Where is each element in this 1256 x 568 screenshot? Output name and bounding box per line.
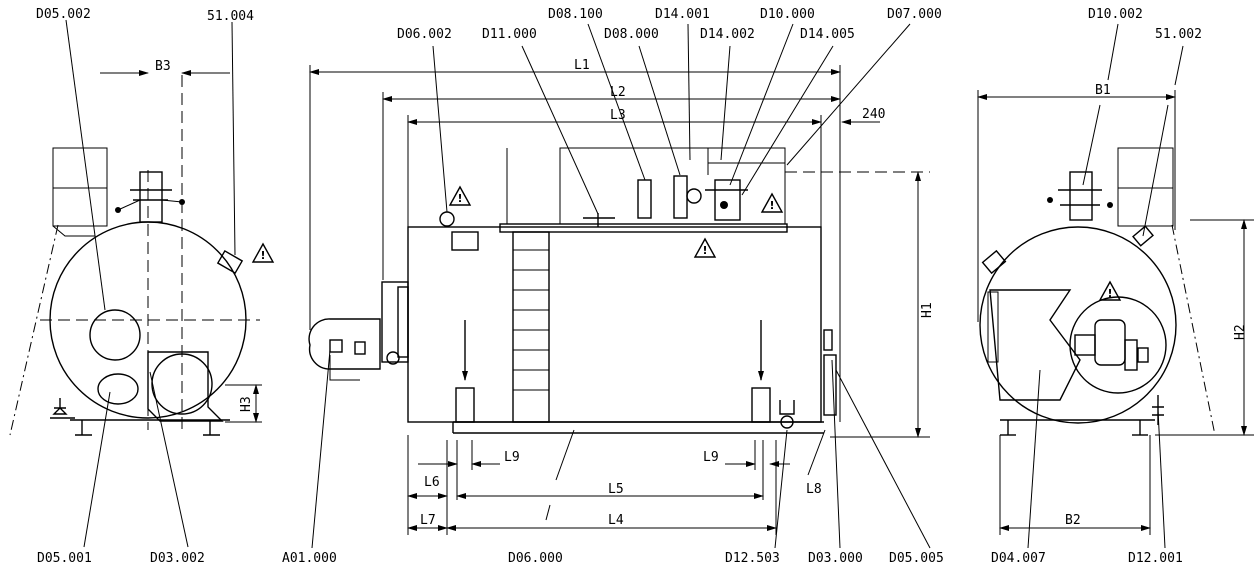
- dim-l9-left: L9: [504, 450, 520, 465]
- control-panel-rear: [1117, 147, 1174, 227]
- callout-d11-000: D11.000: [482, 27, 537, 42]
- right-rear-view: !: [977, 23, 1254, 549]
- manhole-cover: [451, 231, 479, 251]
- burner-rear: [1094, 319, 1126, 366]
- callout-a01-000: A01.000: [282, 551, 337, 566]
- callout-d06-000: D06.000: [508, 551, 563, 566]
- svg-text:!: !: [457, 192, 462, 205]
- dim-h3: H3: [239, 396, 254, 412]
- hand-hole: [97, 373, 139, 405]
- dim-h1: H1: [920, 302, 935, 318]
- callout-51-002: 51.002: [1155, 27, 1202, 42]
- callout-d14-005: D14.005: [800, 27, 855, 42]
- warning-triangle-icon: [760, 192, 784, 213]
- dim-l2: L2: [610, 85, 626, 100]
- drain-valve-front: [52, 398, 68, 415]
- dim-l5: L5: [608, 482, 624, 497]
- middle-side-view: ! ! !: [308, 23, 931, 549]
- burner-opening-rear: [1069, 296, 1167, 394]
- safety-valve-2: [673, 175, 688, 219]
- ladder: [512, 231, 550, 423]
- callout-d12-001: D12.001: [1128, 551, 1183, 566]
- callout-d14-001: D14.001: [655, 7, 710, 22]
- callout-d05-001: D05.001: [37, 551, 92, 566]
- main-steam-valve: [714, 179, 741, 221]
- dim-l7: L7: [420, 513, 436, 528]
- pressure-gauge: [686, 188, 702, 204]
- dim-l8: L8: [806, 482, 822, 497]
- callout-d05-005: D05.005: [889, 551, 944, 566]
- steam-valve-front: [139, 171, 163, 223]
- callout-d08-100: D08.100: [548, 7, 603, 22]
- callout-d10-002: D10.002: [1088, 7, 1143, 22]
- callout-d10-000: D10.000: [760, 7, 815, 22]
- callout-d12-503: D12.503: [725, 551, 780, 566]
- inspection-opening: [89, 309, 141, 361]
- burner-unit: [308, 318, 381, 370]
- left-front-view: !: [9, 19, 275, 548]
- callout-d04-007: D04.007: [991, 551, 1046, 566]
- boiler-shell-rear: [979, 226, 1177, 424]
- callout-d08-000: D08.000: [604, 27, 659, 42]
- svg-text:!: !: [702, 244, 707, 257]
- dim-l1: L1: [574, 58, 590, 73]
- callout-d03-002: D03.002: [150, 551, 205, 566]
- boiler-body-side: [407, 226, 822, 423]
- rear-door: [989, 289, 1081, 401]
- dim-l9-right: L9: [703, 450, 719, 465]
- dim-l3: L3: [610, 108, 626, 123]
- dimension-labels: B3 L1 L2 L3 240 B1 B2 L9 L9 L6 L5 L8 L7 …: [155, 58, 1248, 528]
- warning-triangle-icon: [693, 237, 717, 258]
- svg-text:!: !: [769, 199, 774, 212]
- blowdown-valve: [780, 415, 794, 429]
- dim-h2: H2: [1233, 324, 1248, 340]
- callout-d03-000: D03.000: [808, 551, 863, 566]
- support-left: [455, 387, 475, 423]
- warning-triangle-icon: [251, 242, 275, 263]
- dim-240: 240: [862, 107, 885, 122]
- control-cabinet-outline: [559, 147, 786, 225]
- callout-d05-002: D05.002: [36, 7, 91, 22]
- callout-d07-000: D07.000: [887, 7, 942, 22]
- callout-d06-002: D06.002: [397, 27, 452, 42]
- lifting-eye: [439, 211, 455, 227]
- warning-triangle-icon: [448, 185, 472, 206]
- callout-labels: D05.002 51.004 D06.002 D11.000 D08.100 D…: [36, 7, 1202, 566]
- flue-gas-chamber: [147, 351, 224, 422]
- safety-valve-nozzle: [216, 249, 244, 275]
- callout-51-004: 51.004: [207, 9, 254, 24]
- warning-triangle-icon: [1098, 280, 1122, 301]
- svg-text:!: !: [260, 249, 265, 262]
- flue-outlet: [151, 353, 213, 415]
- steam-valve-rear: [1069, 171, 1093, 221]
- support-right: [751, 387, 771, 423]
- dim-b3: B3: [155, 59, 171, 74]
- top-platform: [499, 223, 788, 233]
- dim-l4: L4: [608, 513, 624, 528]
- dim-b1: B1: [1095, 83, 1111, 98]
- burner-flange: [381, 281, 409, 363]
- callout-d14-002: D14.002: [700, 27, 755, 42]
- svg-text:!: !: [1107, 287, 1112, 300]
- safety-valve-1: [637, 179, 652, 219]
- control-panel-front: [52, 147, 108, 227]
- dim-l6: L6: [424, 475, 440, 490]
- dim-b2: B2: [1065, 513, 1081, 528]
